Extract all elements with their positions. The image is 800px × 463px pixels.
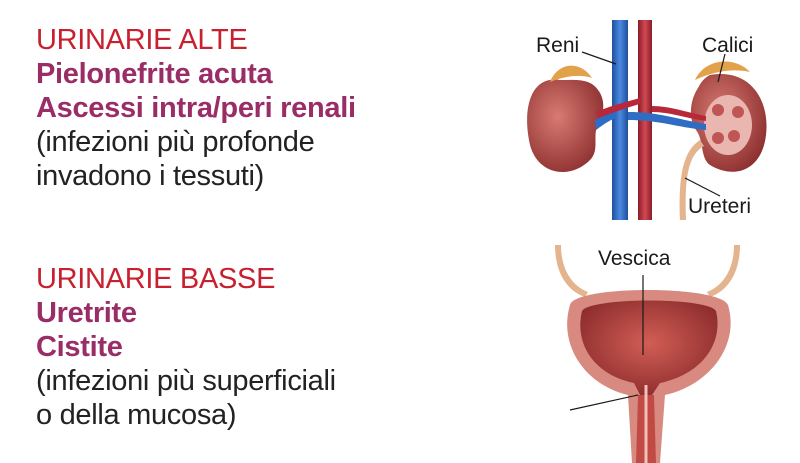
right-renal-vein: [628, 112, 706, 130]
left-adrenal: [550, 65, 592, 82]
upper-note-line-1: (infezioni più profonde: [36, 126, 315, 158]
label-ureteri: Ureteri: [688, 195, 751, 218]
left-renal-artery: [596, 98, 640, 118]
right-renal-artery: [652, 106, 706, 121]
label-calici: Calici: [702, 34, 753, 57]
ureteri-pointer: [684, 177, 721, 197]
disease-renal-abscess: Ascessi intra/peri renali: [36, 92, 356, 124]
left-ureter: [555, 245, 588, 297]
calyx-2: [732, 106, 744, 118]
left-kidney: [527, 79, 604, 172]
renal-calyces: [704, 95, 752, 155]
upper-urinary-section: URINARIE ALTE Pielonefrite acuta Ascessi…: [36, 23, 356, 193]
bladder-interior: [580, 300, 718, 395]
lower-note-line-2: o della mucosa): [36, 399, 237, 431]
lower-note-line-1: (infezioni più superficiali: [36, 365, 336, 397]
calyx-4: [712, 132, 724, 144]
label-vescica: Vescica: [598, 247, 671, 270]
disease-cystitis: Cistite: [36, 331, 123, 363]
kidney-illustration: Reni Calici Ureteri: [527, 20, 767, 220]
left-renal-vein: [595, 110, 616, 130]
upper-note-line-2: invadono i tessuti): [36, 160, 265, 192]
reni-pointer: [581, 51, 617, 65]
urethra-pointer: [569, 394, 639, 411]
label-reni: Reni: [536, 34, 579, 57]
calici-pointer: [717, 53, 726, 83]
bladder-illustration: Vescica: [555, 245, 740, 463]
disease-pyelonephritis: Pielonefrite acuta: [36, 58, 273, 90]
disease-urethritis: Uretrite: [36, 297, 137, 329]
upper-section-title: URINARIE ALTE: [36, 24, 248, 56]
calyx-3: [728, 130, 740, 142]
lower-urinary-section: URINARIE BASSE Uretrite Cistite (infezio…: [36, 262, 336, 432]
lower-section-title: URINARIE BASSE: [36, 263, 276, 295]
right-ureter: [707, 245, 740, 297]
vena-cava: [612, 20, 628, 220]
calyx-1: [712, 104, 724, 116]
right-adrenal: [695, 61, 750, 80]
ureter: [679, 140, 704, 220]
